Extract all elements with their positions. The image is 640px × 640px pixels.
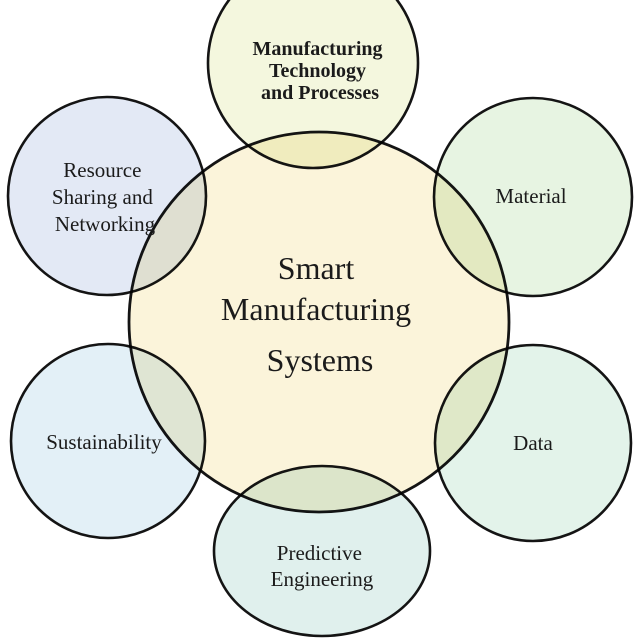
resource-label-line-2: Sharing and bbox=[52, 185, 153, 209]
circle-data bbox=[433, 343, 633, 543]
predictive-label-line-2: Engineering bbox=[271, 567, 374, 591]
center-label-line-2: Manufacturing bbox=[221, 291, 411, 327]
circle-manufacturing-technology bbox=[206, 0, 420, 170]
label-smart-manufacturing-systems: Smart Manufacturing Systems bbox=[221, 250, 419, 378]
circle-predictive-engineering bbox=[212, 464, 432, 638]
resource-label-line-3: Networking bbox=[55, 212, 156, 236]
circle-resource-sharing bbox=[6, 95, 208, 297]
center-label-line-1: Smart bbox=[278, 250, 355, 286]
circle-sustainability bbox=[9, 342, 207, 540]
top-label-line-2: Technology bbox=[269, 60, 366, 82]
top-label-line-1: Manufacturing bbox=[253, 38, 383, 60]
center-label-line-3: Systems bbox=[267, 342, 374, 378]
label-sustainability: Sustainability bbox=[46, 430, 162, 454]
predictive-label-line-1: Predictive bbox=[277, 541, 362, 565]
label-material: Material bbox=[495, 184, 566, 208]
label-predictive-engineering: Predictive Engineering bbox=[271, 541, 374, 591]
label-data: Data bbox=[513, 431, 553, 455]
top-label-line-3: and Processes bbox=[261, 82, 379, 104]
label-manufacturing-technology: Manufacturing Technology and Processes bbox=[253, 38, 388, 104]
circle-material bbox=[432, 96, 634, 298]
label-resource-sharing: Resource Sharing and Networking bbox=[52, 158, 158, 236]
resource-label-line-1: Resource bbox=[63, 158, 141, 182]
